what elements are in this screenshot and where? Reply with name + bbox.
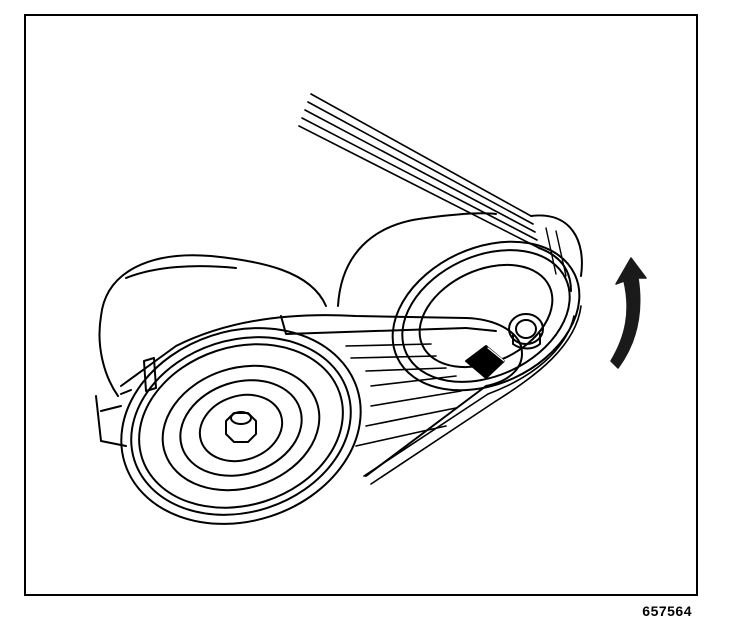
rear-pulley-left [98,254,327,397]
figure-id: 657564 [642,603,692,619]
idler-pulley-front [120,327,362,525]
belt-tensioner-illustration [95,93,647,525]
tensioner-arm [120,314,523,477]
pivot-bolt [508,313,544,350]
curved-arrow-up-icon [610,257,647,369]
mount-bracket [95,357,157,447]
belt-upper-strands [298,93,540,249]
rear-pulley-middle [337,212,497,307]
illustration-frame [24,14,698,596]
